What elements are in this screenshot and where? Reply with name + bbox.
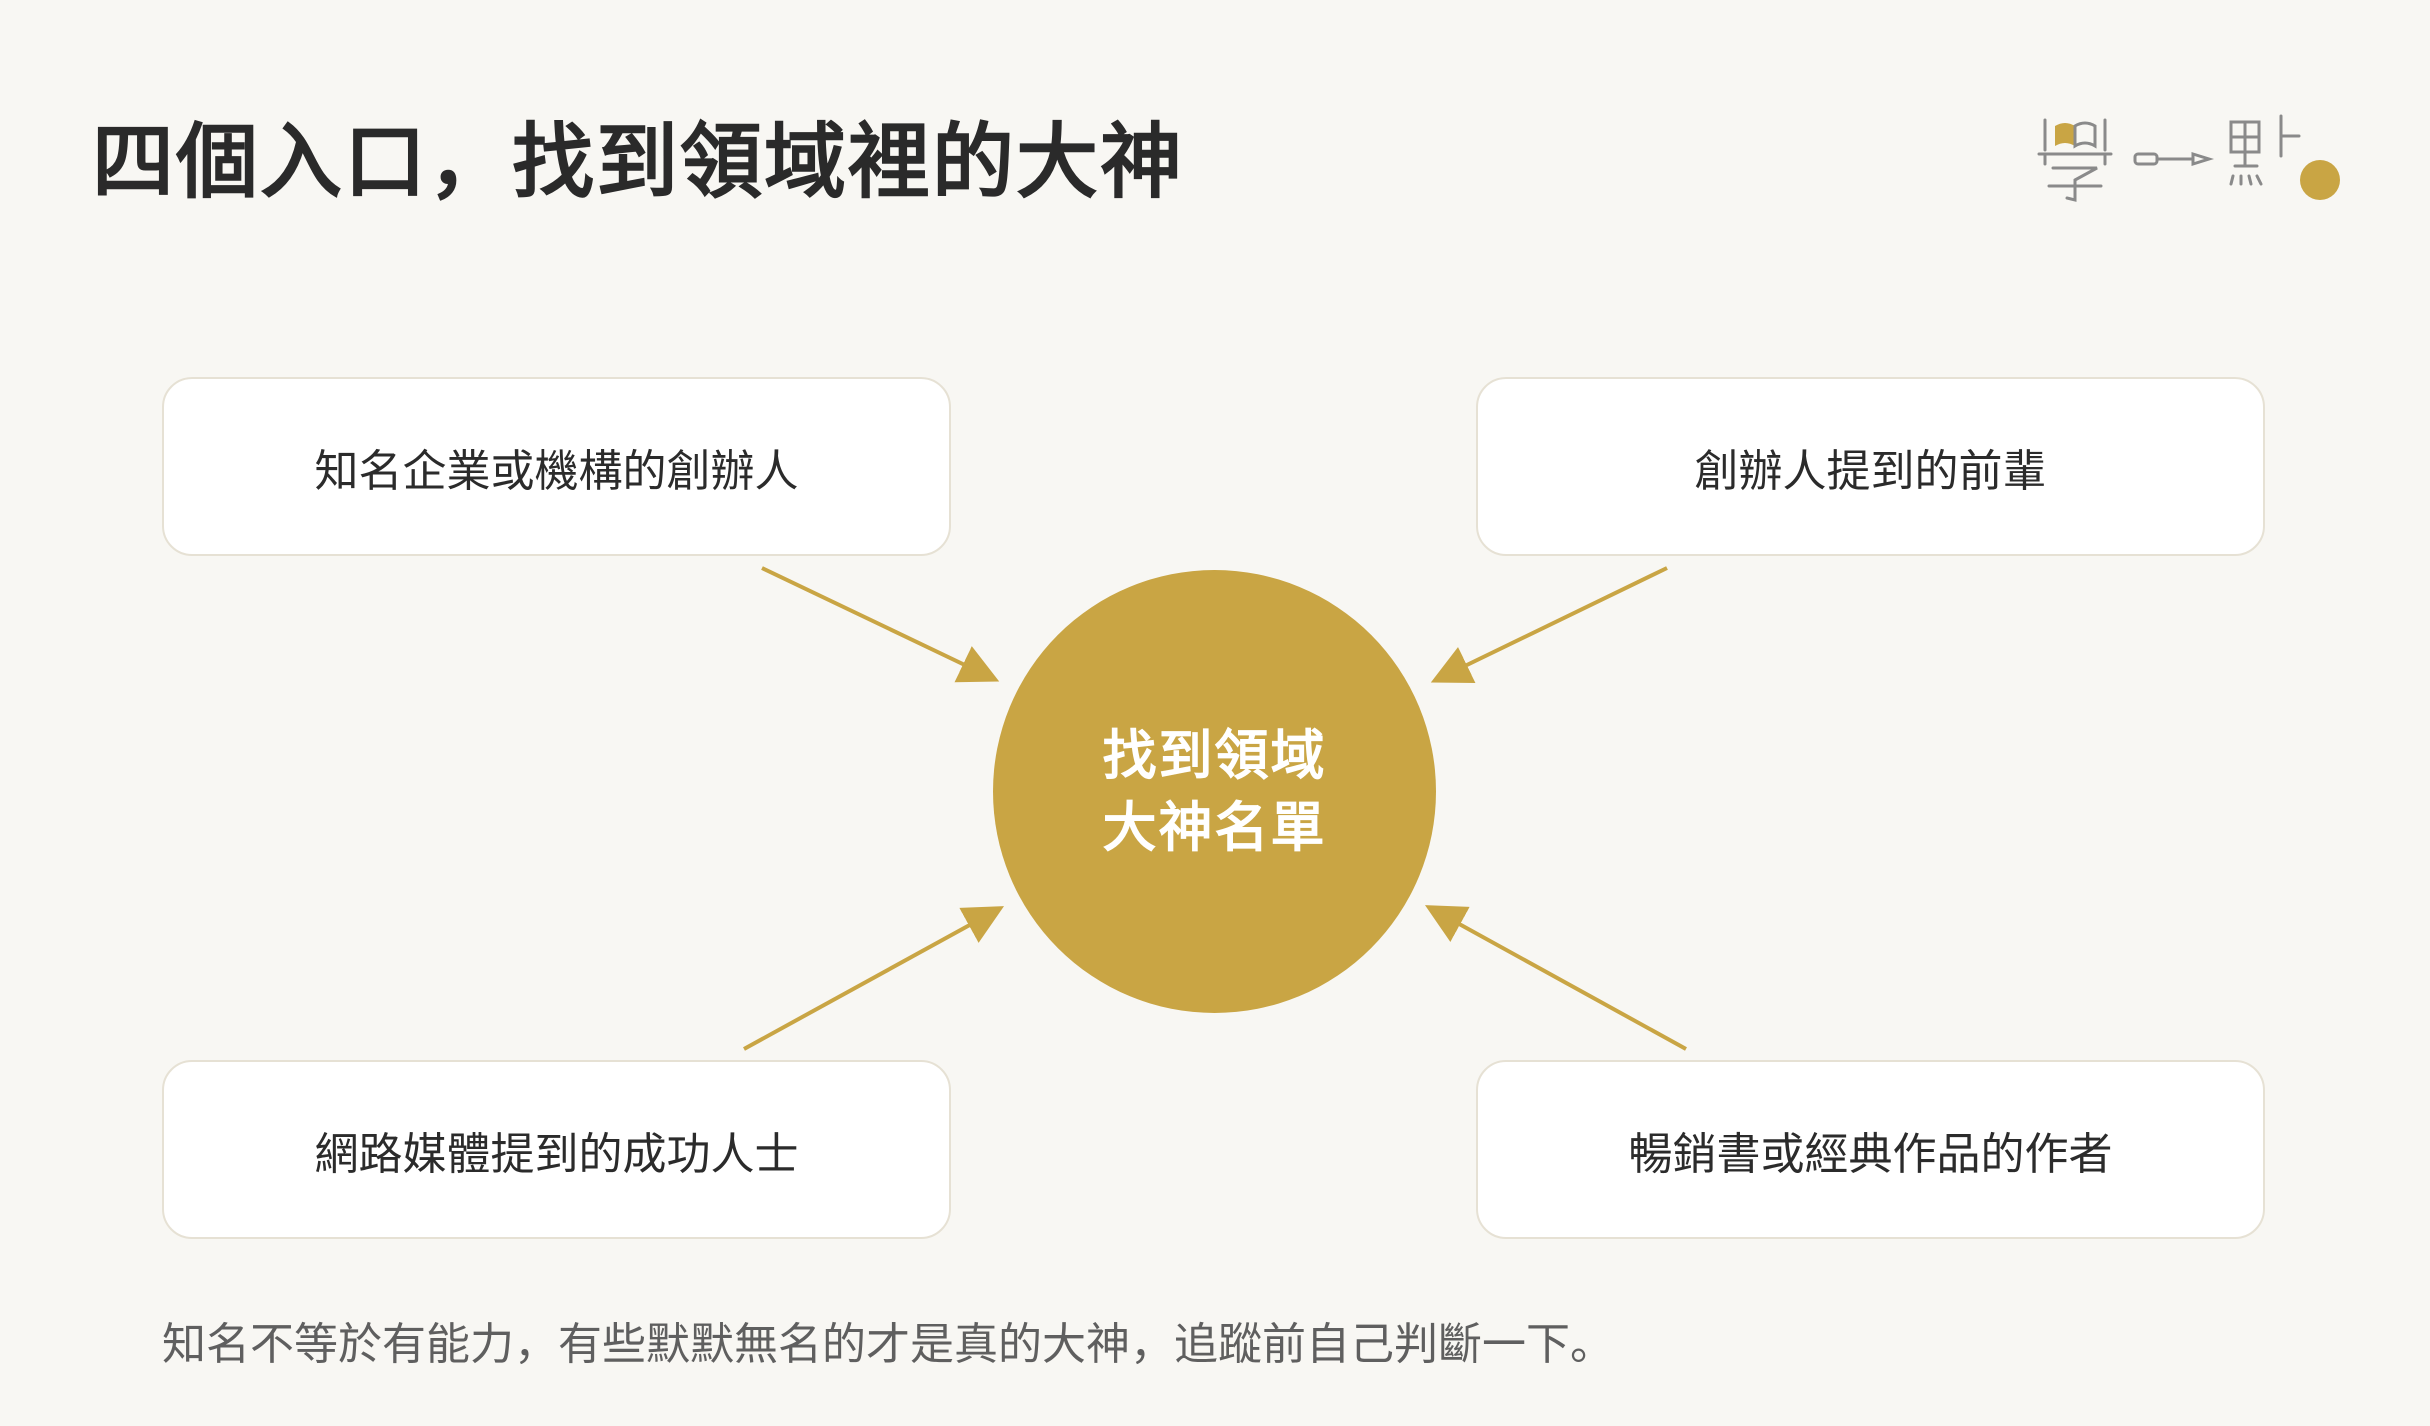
entry-card-authors: 暢銷書或經典作品的作者: [1476, 1060, 2265, 1239]
arrow-bottom-right: [1424, 905, 1687, 1051]
entry-label: 創辦人提到的前輩: [1694, 445, 2047, 497]
entry-label: 暢銷書或經典作品的作者: [1628, 1128, 2113, 1180]
entry-label: 網路媒體提到的成功人士: [314, 1128, 799, 1180]
entry-card-founders: 知名企業或機構的創辦人: [162, 377, 951, 556]
hub-line-2: 大神名單: [1102, 795, 1327, 859]
footer-note: 知名不等於有能力，有些默默無名的才是真的大神，追蹤前自己判斷一下。: [162, 1319, 1614, 1370]
page-title: 四個入口，找到領域裡的大神: [92, 115, 1185, 210]
arrow-bottom-left: [743, 906, 1005, 1051]
entry-card-mentors: 創辦人提到的前輩: [1476, 377, 2265, 556]
entry-card-media: 網路媒體提到的成功人士: [162, 1060, 951, 1239]
arrow-top-left: [761, 566, 1000, 683]
arrow-top-right: [1430, 566, 1668, 684]
hub-circle: 找到領域 大神名單: [993, 570, 1436, 1013]
book-pen-logo-icon: [2037, 114, 2340, 202]
hub-line-1: 找到領域: [1102, 724, 1327, 788]
entry-label: 知名企業或機構的創辦人: [314, 445, 799, 497]
